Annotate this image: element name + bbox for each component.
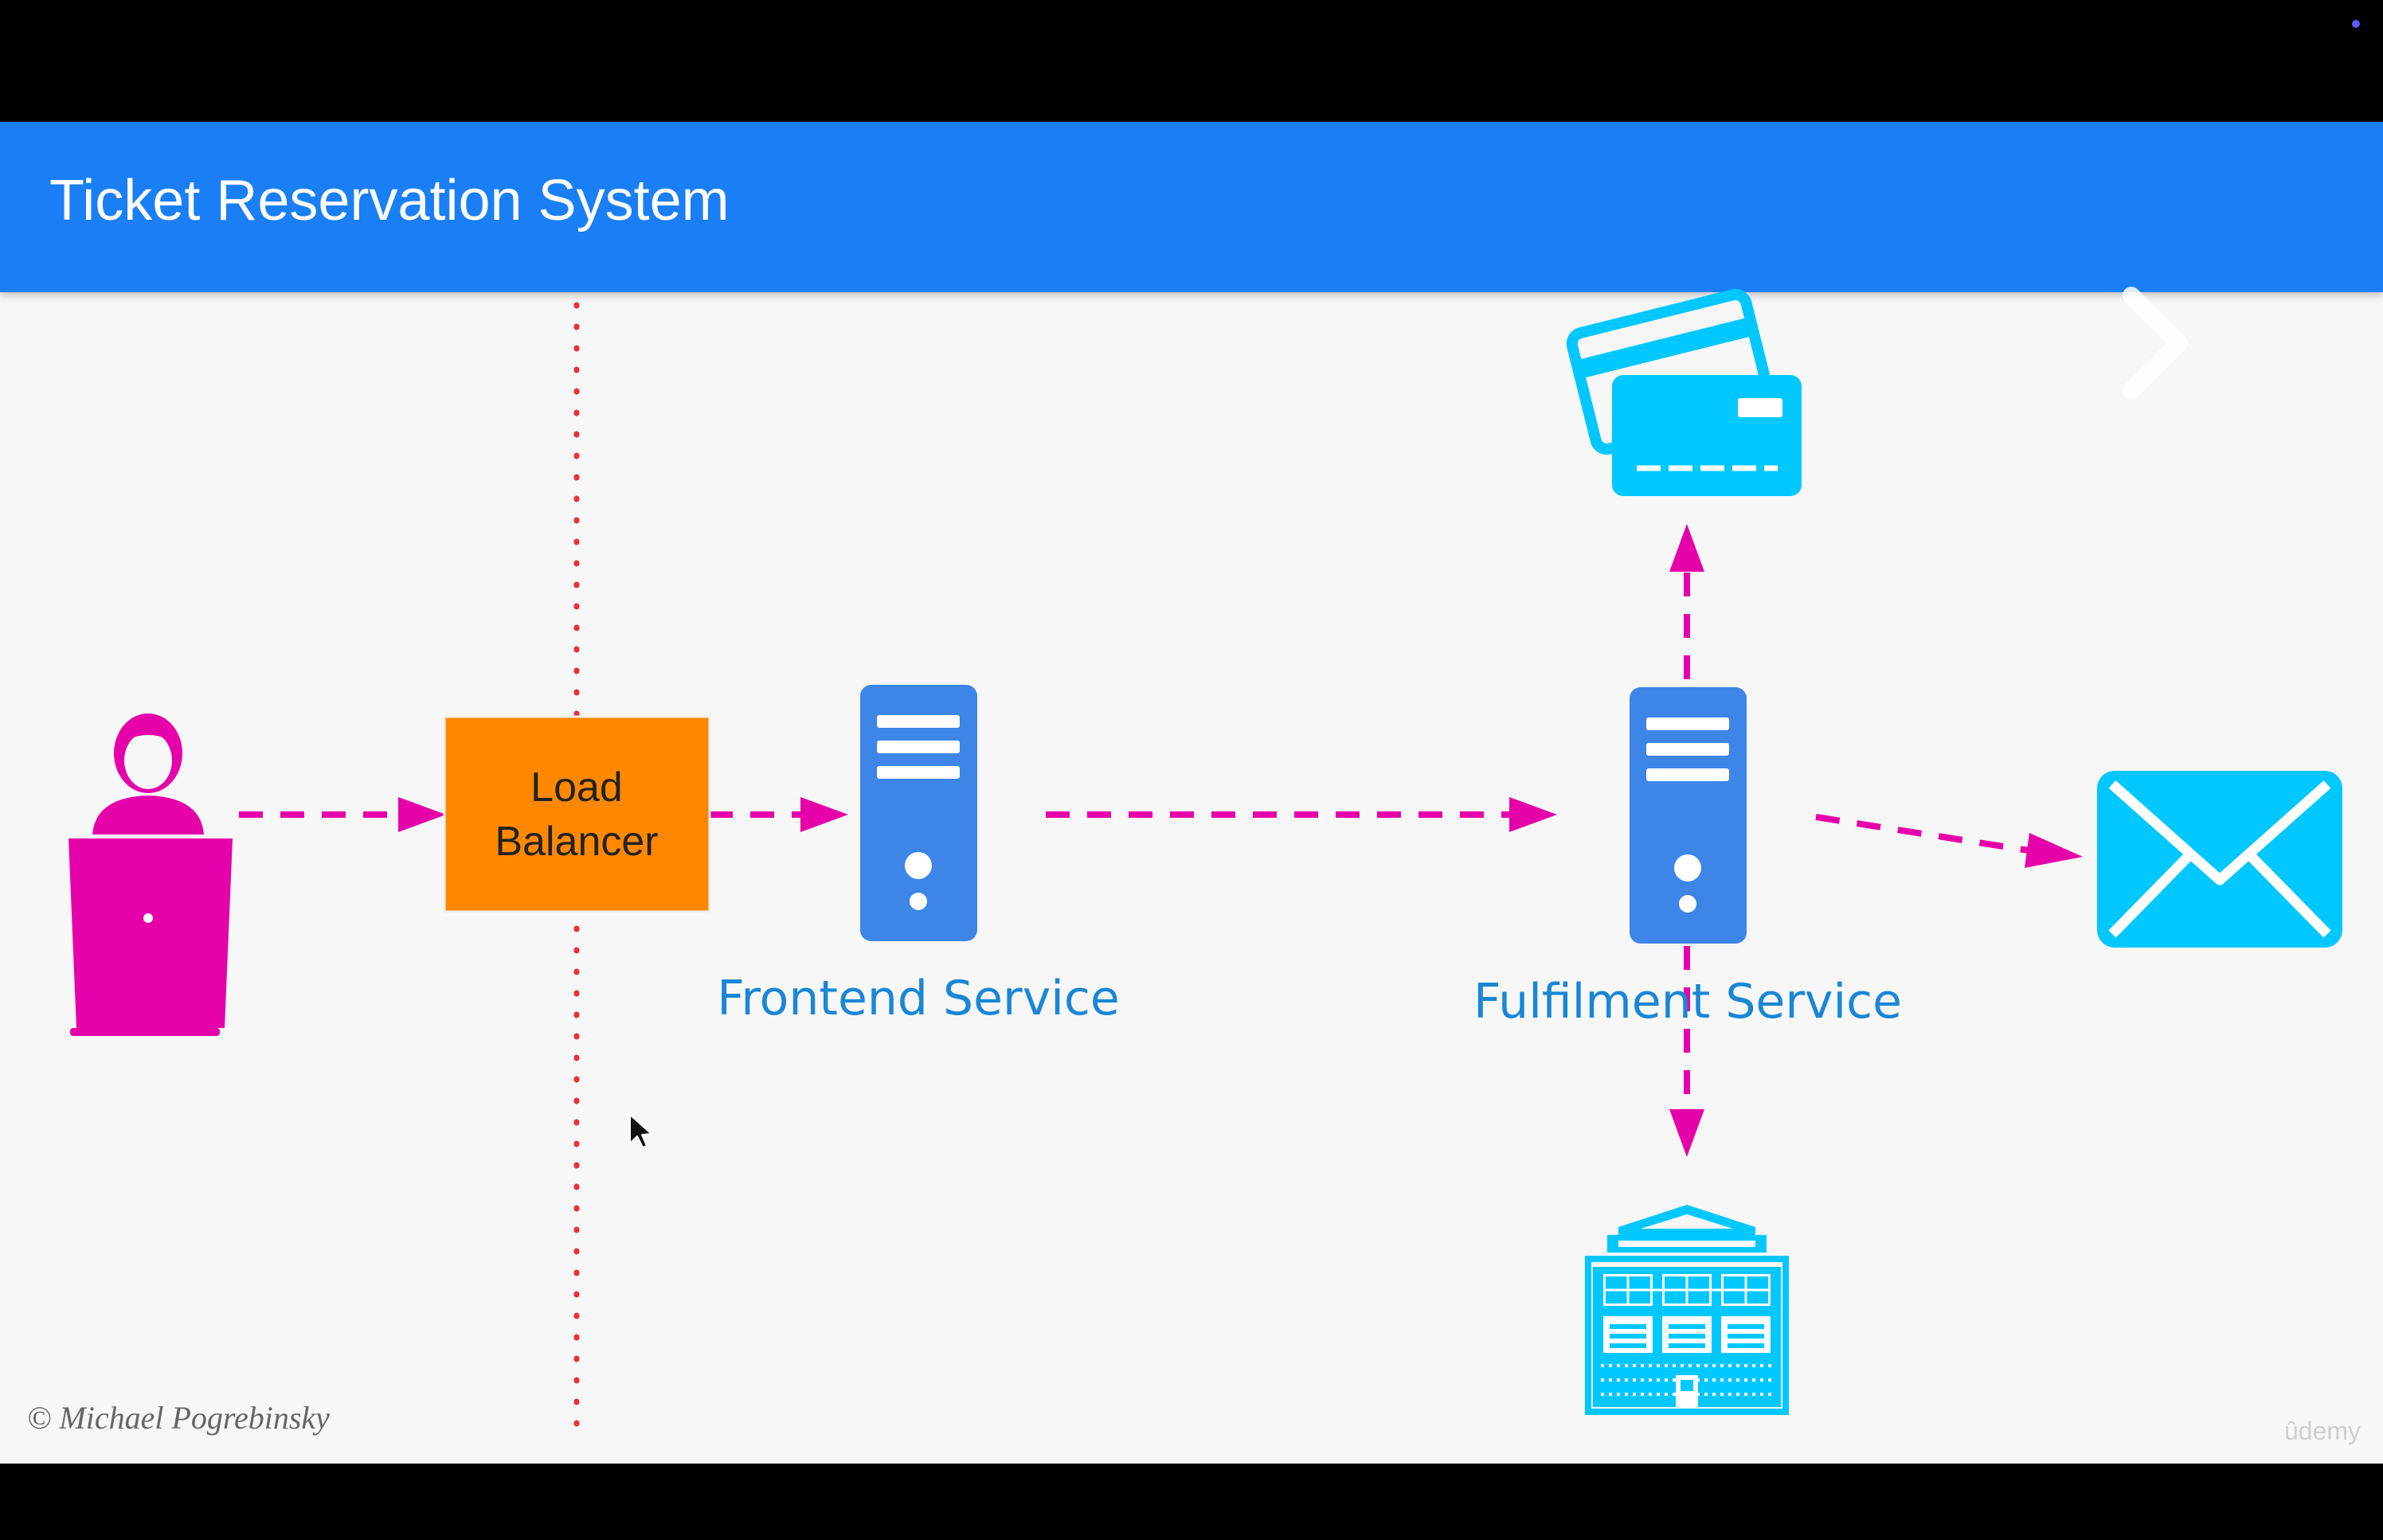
load-balancer-label-line-2: Balancer bbox=[495, 819, 658, 865]
architecture-diagram: Load Balancer Frontend Service Fulfilmen… bbox=[68, 287, 2342, 1447]
title-bar: Ticket Reservation System bbox=[0, 122, 2383, 292]
video-bottom-bar bbox=[0, 1464, 2383, 1540]
user-laptop-icon bbox=[68, 713, 233, 1036]
next-slide-chevron-icon[interactable] bbox=[2123, 287, 2188, 400]
watermark: ûdemy bbox=[2284, 1417, 2361, 1445]
mouse-cursor-icon bbox=[629, 1114, 652, 1148]
arrow-frontend-to-fulfilment bbox=[1046, 797, 1557, 832]
fulfilment-server-icon bbox=[1630, 687, 1747, 944]
copyright-text: © Michael Pogrebinsky bbox=[27, 1400, 330, 1436]
arrow-fulfilment-to-payment bbox=[1669, 524, 1704, 679]
arrow-user-to-load-balancer bbox=[239, 797, 446, 832]
frontend-server-icon bbox=[860, 685, 977, 941]
load-balancer-label-line-1: Load bbox=[530, 764, 623, 811]
frontend-service-label: Frontend Service bbox=[717, 971, 1120, 1026]
video-top-bar bbox=[0, 0, 2383, 122]
load-balancer-node: Load Balancer bbox=[443, 715, 711, 913]
slide-title: Ticket Reservation System bbox=[49, 169, 730, 233]
slide: Ticket Reservation System bbox=[0, 122, 2383, 1464]
arrow-fulfilment-to-warehouse bbox=[1669, 946, 1704, 1157]
arrow-load-balancer-to-frontend bbox=[709, 797, 848, 832]
building-icon bbox=[1585, 1205, 1789, 1415]
credit-card-icon bbox=[1566, 288, 1802, 496]
envelope-icon bbox=[2097, 771, 2342, 948]
status-dot bbox=[2352, 20, 2360, 28]
fulfilment-service-label: Fulfilment Service bbox=[1473, 974, 1902, 1030]
arrow-fulfilment-to-email bbox=[1815, 814, 2083, 868]
